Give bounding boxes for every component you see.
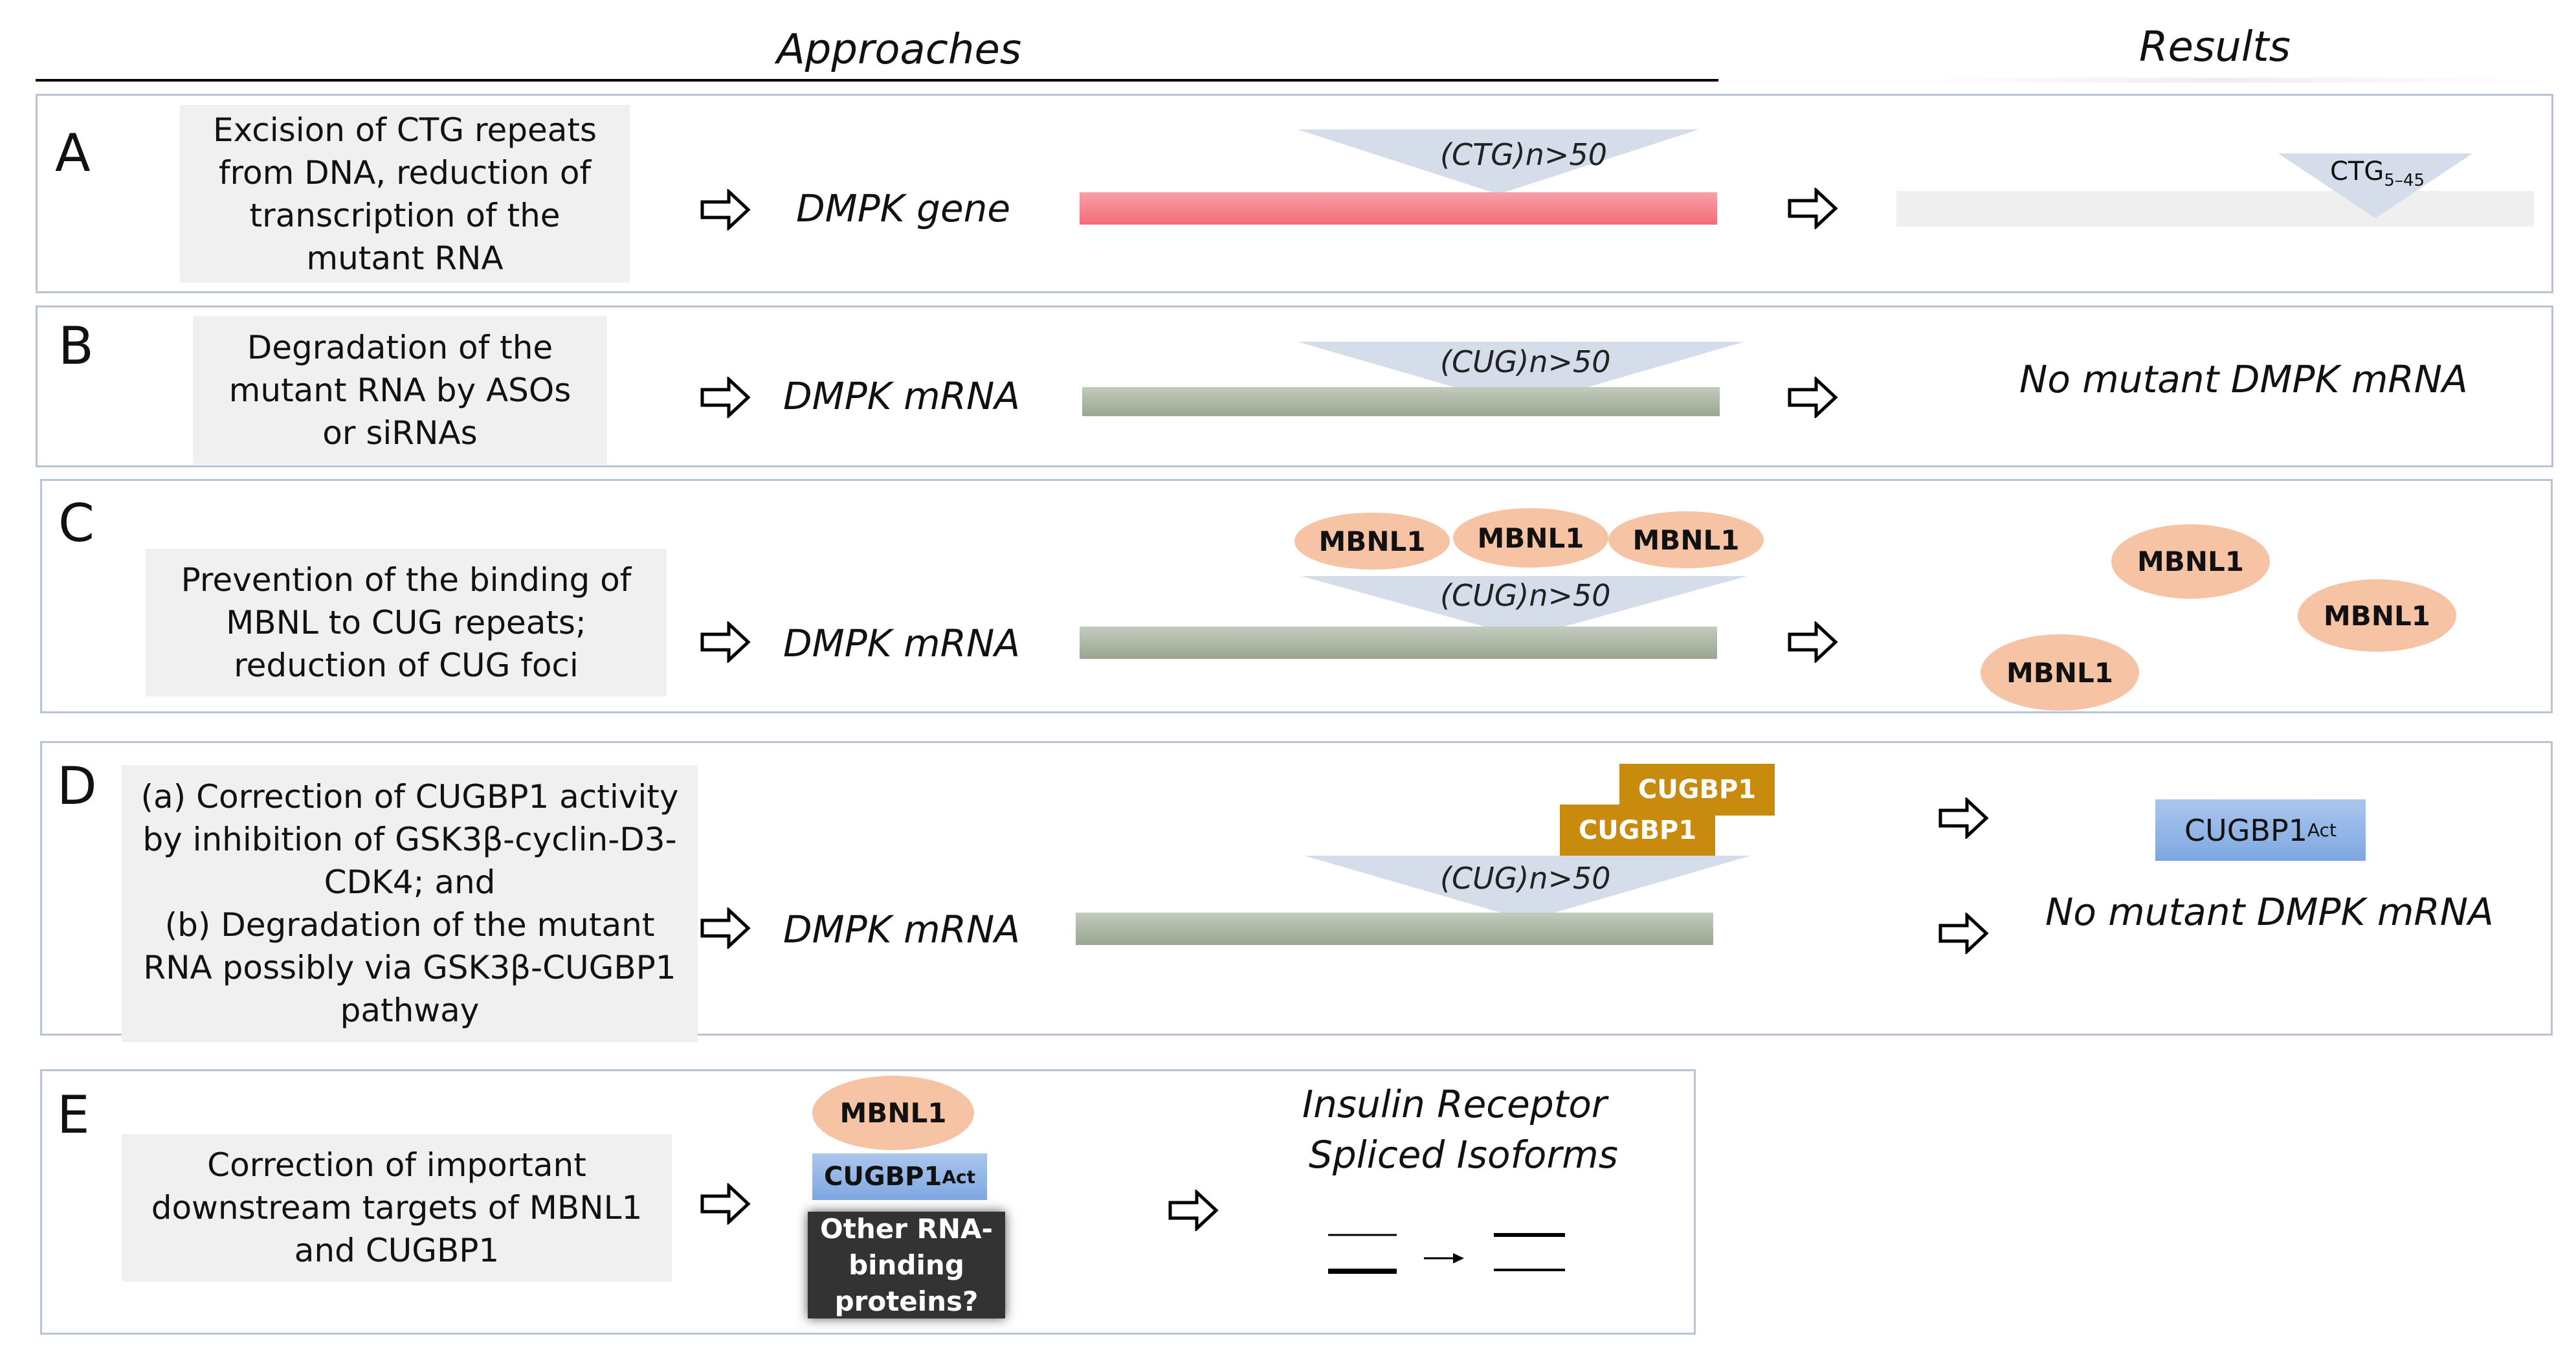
mbnl1-protein: MBNL1 — [812, 1076, 974, 1150]
panel-a-result-triangle — [2278, 153, 2472, 218]
panel-a-repeat-triangle — [1298, 129, 1699, 194]
panel-a-approach: Excision of CTG repeats from DNA, reduct… — [180, 105, 630, 283]
panel-e-result-line1: Insulin Receptor — [1302, 1082, 1607, 1126]
mbnl1-protein: MBNL1 — [1453, 508, 1608, 568]
arrow-icon — [1938, 913, 1989, 954]
arrow-icon — [700, 377, 751, 418]
arrow-icon — [1938, 797, 1989, 839]
mbnl1-protein: MBNL1 — [2111, 524, 2270, 599]
panel-a-label: A — [55, 123, 91, 183]
panel-b-repeat: (CUG)n>50 — [1440, 344, 1611, 379]
mbnl1-protein: MBNL1 — [1608, 511, 1764, 568]
panel-b-target: DMPK mRNA — [783, 374, 1021, 418]
approaches-header: Approaches — [777, 26, 1022, 74]
panel-b-approach: Degradation of the mutant RNA by ASOs or… — [193, 316, 607, 465]
panel-c-target: DMPK mRNA — [783, 621, 1021, 665]
panel-a-gene-bar — [1080, 192, 1717, 225]
mbnl1-protein: MBNL1 — [1981, 634, 2139, 711]
results-underline — [1916, 78, 2524, 83]
arrow-icon — [1788, 377, 1838, 418]
panel-a-result-bar — [1896, 191, 2534, 227]
panel-b-label: B — [58, 316, 94, 376]
panel-d-repeat-triangle — [1304, 856, 1751, 920]
panel-d-result: No mutant DMPK mRNA — [2045, 890, 2494, 934]
panel-a-repeat: (CTG)n>50 — [1440, 137, 1607, 172]
panel-d-repeat: (CUG)n>50 — [1440, 861, 1611, 896]
arrow-icon — [1168, 1190, 1219, 1231]
panel-c-repeat: (CUG)n>50 — [1440, 578, 1611, 613]
panel-b-mrna-bar — [1082, 387, 1720, 416]
panel-e-result-line2: Spliced Isoforms — [1309, 1133, 1618, 1177]
isoform-switch-icon — [1328, 1233, 1565, 1274]
panel-a-result-repeat: CTG5–45 — [2330, 157, 2425, 190]
panel-c-approach: Prevention of the binding of MBNL to CUG… — [146, 549, 667, 696]
panel-d-approach: (a) Correction of CUGBP1 activity by inh… — [122, 765, 698, 1042]
panel-c-mrna-bar — [1080, 627, 1717, 659]
cugbp1-protein: CUGBP1 — [1560, 805, 1715, 856]
panel-d-target: DMPK mRNA — [783, 907, 1021, 951]
arrow-icon — [700, 621, 751, 663]
panel-c-repeat-triangle — [1301, 576, 1748, 638]
panel-b-repeat-triangle — [1298, 342, 1744, 406]
panel-a-target: DMPK gene — [796, 186, 1011, 230]
arrow-icon — [1788, 621, 1838, 663]
panel-c-label: C — [58, 493, 94, 553]
panel-b-result: No mutant DMPK mRNA — [2019, 357, 2468, 401]
panel-d-label: D — [57, 756, 97, 816]
panel-d-mrna-bar — [1076, 913, 1713, 945]
arrow-icon — [700, 907, 751, 949]
arrow-icon — [700, 189, 751, 230]
arrow-icon — [700, 1183, 751, 1225]
panel-d-approach-b: (b) Degradation of the mutant RNA possib… — [143, 906, 676, 1029]
results-header: Results — [2139, 23, 2291, 71]
panel-e-approach: Correction of important downstream targe… — [122, 1134, 672, 1282]
arrow-icon — [1788, 188, 1838, 229]
other-rna-binding-proteins: Other RNA-binding proteins? — [808, 1212, 1005, 1318]
mbnl1-protein: MBNL1 — [2298, 579, 2456, 652]
approaches-underline — [36, 79, 1718, 82]
mbnl1-protein: MBNL1 — [1294, 513, 1450, 570]
panel-e-label: E — [57, 1085, 90, 1145]
panel-d-approach-a: (a) Correction of CUGBP1 activity by inh… — [140, 778, 679, 901]
